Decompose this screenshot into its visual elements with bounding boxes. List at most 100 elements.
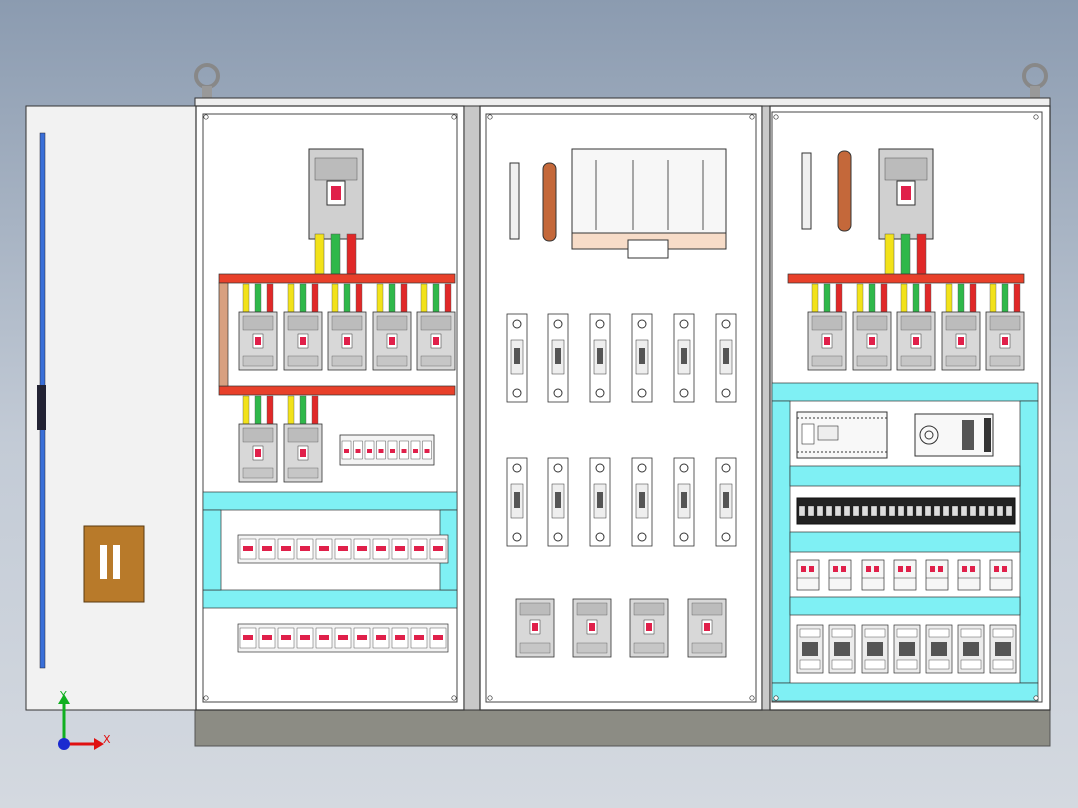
outgoing-breaker-right-5 [985, 283, 1025, 371]
cabinet-plinth [194, 705, 1051, 747]
outgoing-breaker-left-4 [372, 283, 412, 371]
terminal [825, 505, 833, 517]
plc-controller [796, 411, 888, 459]
lifting-eye-right-icon [1022, 63, 1048, 100]
outgoing-breaker-right-2 [852, 283, 892, 371]
contactor-4 [893, 624, 921, 674]
terminal [834, 505, 842, 517]
terminal [798, 505, 806, 517]
screw-icon [773, 114, 779, 120]
relay-2 [828, 559, 852, 591]
relay-7 [989, 559, 1013, 591]
contactor-1 [796, 624, 824, 674]
terminal [960, 505, 968, 517]
relay-5 [925, 559, 949, 591]
terminal [987, 505, 995, 517]
terminal [807, 505, 815, 517]
outgoing-breaker-left-3 [327, 283, 367, 371]
busbar-right [787, 273, 1025, 284]
fused-disconnector-upper-1 [506, 313, 528, 403]
breaker-middle-4 [687, 598, 727, 658]
cable-trunking-right [771, 382, 1039, 702]
fused-disconnector-upper-4 [631, 313, 653, 403]
neutral-bar-middle [509, 162, 520, 240]
contactor-2 [828, 624, 856, 674]
fused-disconnector-upper-6 [715, 313, 737, 403]
lifting-eye-left-icon [194, 63, 220, 100]
outgoing-breaker-right-3 [896, 283, 936, 371]
fused-disconnector-lower-4 [631, 457, 653, 547]
relay-4 [893, 559, 917, 591]
screw-icon [203, 114, 209, 120]
contactor-6 [957, 624, 985, 674]
terminal [1005, 505, 1013, 517]
fused-disconnector-lower-5 [673, 457, 695, 547]
outgoing-breaker-left-lower-2 [283, 395, 323, 483]
left-door [25, 105, 197, 711]
axis-triad-icon: Y X [58, 689, 111, 750]
screw-icon [749, 695, 755, 701]
terminal-block-row [796, 497, 1016, 525]
outgoing-breaker-left-lower-1 [238, 395, 278, 483]
contactor-3 [861, 624, 889, 674]
terminal [978, 505, 986, 517]
screw-icon [451, 114, 457, 120]
enclosure-top-frame [194, 97, 1051, 107]
relay-3 [861, 559, 885, 591]
fused-disconnector-upper-5 [673, 313, 695, 403]
terminal [861, 505, 869, 517]
fused-disconnector-lower-6 [715, 457, 737, 547]
screw-icon [773, 695, 779, 701]
axis-y-label: Y [59, 689, 67, 702]
screw-icon [1033, 695, 1039, 701]
contactor-5 [925, 624, 953, 674]
fused-disconnector-lower-2 [547, 457, 569, 547]
breaker-middle-2 [572, 598, 612, 658]
breaker-middle-3 [629, 598, 669, 658]
terminal [996, 505, 1004, 517]
outgoing-breaker-left-1 [238, 283, 278, 371]
terminal [870, 505, 878, 517]
din-rail-terminals-2 [237, 623, 449, 653]
screw-icon [749, 114, 755, 120]
terminal-strip-left [339, 434, 435, 466]
relay-1 [796, 559, 820, 591]
terminal [843, 505, 851, 517]
screw-icon [203, 695, 209, 701]
terminal [897, 505, 905, 517]
terminal [924, 505, 932, 517]
fused-disconnector-upper-3 [589, 313, 611, 403]
terminal [933, 505, 941, 517]
axis-x-label: X [103, 733, 111, 746]
cabinet-divider-1 [463, 105, 481, 711]
outgoing-breaker-left-5 [416, 283, 456, 371]
cabinet-divider-2 [761, 105, 771, 711]
earth-bar-right [837, 150, 852, 232]
neutral-bar-right [801, 152, 812, 230]
outgoing-breaker-left-2 [283, 283, 323, 371]
terminal [915, 505, 923, 517]
cable-trunking-left [202, 491, 458, 609]
busbar-left [218, 273, 456, 396]
power-supply [914, 413, 994, 457]
terminal [852, 505, 860, 517]
terminal [888, 505, 896, 517]
screw-icon [451, 695, 457, 701]
screw-icon [1033, 114, 1039, 120]
fused-disconnector-upper-2 [547, 313, 569, 403]
breaker-middle-1 [515, 598, 555, 658]
main-breaker-right [878, 148, 934, 240]
outgoing-breaker-right-4 [941, 283, 981, 371]
fused-disconnector-lower-3 [589, 457, 611, 547]
relay-6 [957, 559, 981, 591]
earth-bar-middle [542, 162, 557, 242]
terminal [969, 505, 977, 517]
contactor-7 [989, 624, 1017, 674]
main-breaker-left [308, 148, 364, 240]
din-rail-terminals-1 [237, 534, 449, 564]
screw-icon [487, 695, 493, 701]
terminal [951, 505, 959, 517]
outgoing-breaker-right-1 [807, 283, 847, 371]
screw-icon [487, 114, 493, 120]
